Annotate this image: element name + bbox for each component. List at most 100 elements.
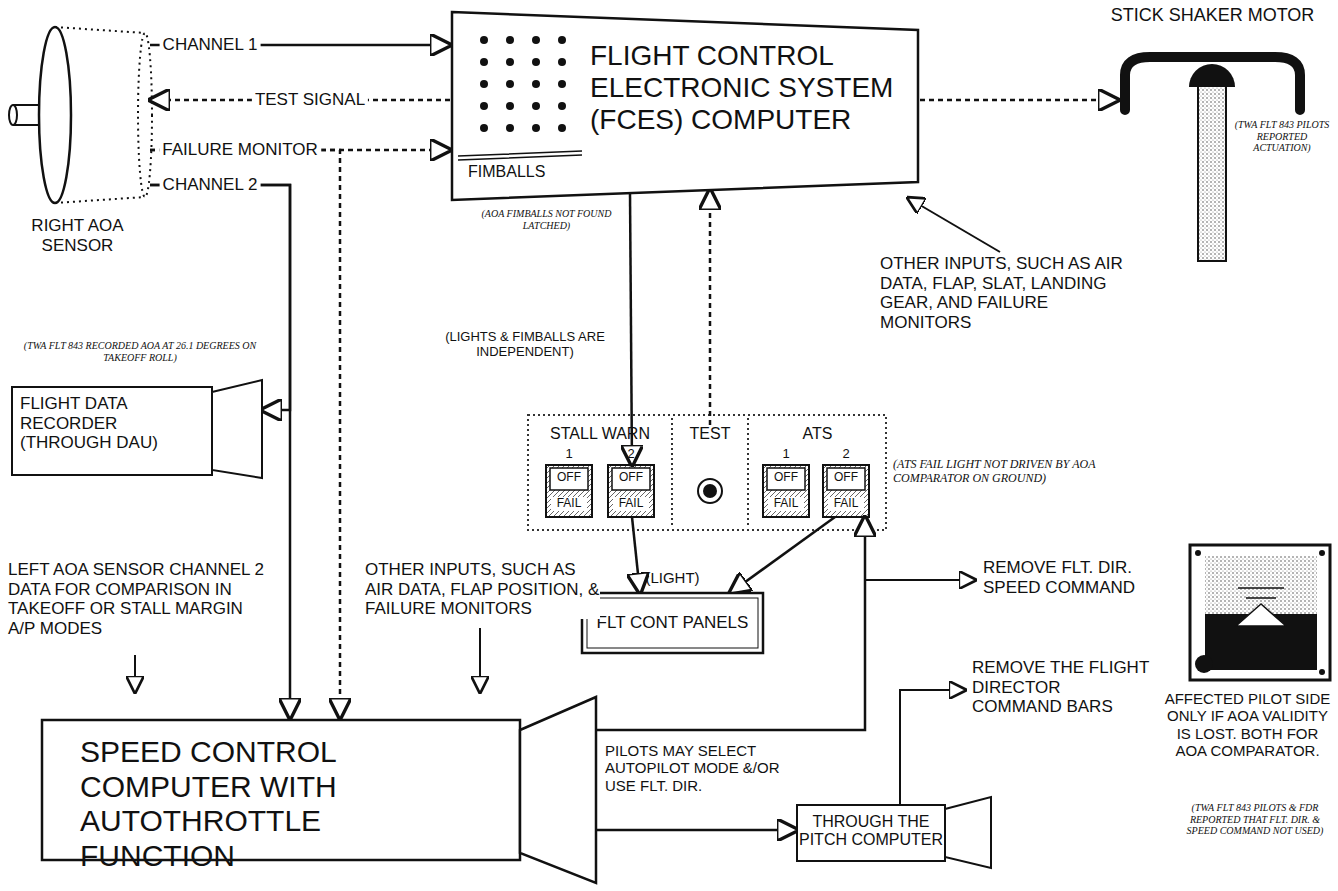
- pitch-computer: THROUGH THE PITCH COMPUTER: [795, 795, 995, 870]
- node-text: FIMBALLS: [468, 163, 588, 181]
- svg-polygon: [212, 380, 262, 478]
- svg-rect: [582, 593, 763, 653]
- svg-circle: [1319, 669, 1325, 675]
- svg-path: [1189, 64, 1235, 87]
- aoa-sensor: RIGHT AOA SENSOR: [5, 20, 150, 270]
- svg-rect: [763, 465, 809, 517]
- node-text: RIGHT AOA SENSOR: [5, 216, 150, 255]
- node-text: OFF: [613, 471, 649, 485]
- signal-arrow: [730, 517, 835, 593]
- node-text: STICK SHAKER MOTOR: [1110, 5, 1315, 26]
- note-label: OTHER INPUTS, SUCH AS AIR DATA, FLAP, SL…: [880, 254, 1135, 332]
- svg-rect: [797, 805, 945, 861]
- node-text: 2: [605, 447, 657, 462]
- node-text: 1: [543, 447, 595, 462]
- svg-path: [458, 151, 582, 160]
- svg-rect: [608, 465, 654, 517]
- speed-control-computer: SPEED CONTROL COMPUTER WITH AUTOTHROTTLE…: [40, 695, 600, 885]
- node-text: FAIL: [551, 497, 587, 511]
- other-inputs-arrow: [479, 628, 481, 692]
- svg-polygon: [452, 12, 918, 200]
- node-text: THROUGH THE PITCH COMPUTER: [799, 813, 943, 850]
- flt-cont-panels: (LIGHT) FLT CONT PANELS: [580, 565, 765, 655]
- svg-rect: [546, 465, 592, 517]
- signal-arrow: [632, 517, 640, 593]
- switch-button: 1OFF FAIL: [760, 447, 812, 519]
- svg-rect: [12, 387, 212, 475]
- svg-path: [1236, 604, 1286, 626]
- test-button: TEST: [680, 425, 740, 521]
- node-text: OFF: [828, 471, 864, 485]
- signal-arrow: [150, 185, 290, 410]
- edge-label: CHANNEL 2: [160, 175, 261, 195]
- attitude-indicator: AFFECTED PILOT SIDE ONLY IF AOA VALIDITY…: [1160, 540, 1335, 875]
- note-label: REMOVE FLT. DIR. SPEED COMMAND: [983, 558, 1148, 597]
- svg-ellipse: [9, 105, 17, 125]
- switch-button: 1OFF FAIL: [543, 447, 595, 519]
- panel-outline: [528, 415, 886, 530]
- flight-data-recorder: (TWA FLT 843 RECORDED AOA AT 26.1 DEGREE…: [10, 340, 275, 480]
- node-text: FAIL: [828, 497, 864, 511]
- node-text: FAIL: [768, 497, 804, 511]
- switch-button: 2OFF FAIL: [605, 447, 657, 519]
- node-text: (TWA FLT 843 PILOTS REPORTED ACTUATION): [1232, 119, 1332, 154]
- node-text: (TWA FLT 843 PILOTS & FDR REPORTED THAT …: [1180, 802, 1330, 837]
- stick-shaker: STICK SHAKER MOTOR (TWA FLT 843 PILOTS RE…: [1090, 5, 1335, 265]
- other-inputs-arrow: [908, 198, 1000, 252]
- node-text: FLT CONT PANELS: [588, 613, 757, 633]
- signal-arrow: [596, 829, 797, 832]
- note-label: (LIGHTS & FIMBALLS ARE INDEPENDENT): [440, 330, 610, 360]
- edge-label: FAILURE MONITOR: [159, 140, 321, 160]
- node-text: FAIL: [613, 497, 649, 511]
- command-bars-arrow: [900, 690, 965, 805]
- svg-circle: [698, 479, 722, 503]
- ats-group: ATS 1OFF FAIL 2OFF FAIL: [755, 425, 880, 521]
- node-text: 1: [760, 447, 812, 462]
- node-text: TEST: [680, 425, 740, 443]
- svg-polygon: [945, 797, 991, 868]
- note-label: REMOVE THE FLIGHT DIRECTOR COMMAND BARS: [972, 658, 1152, 717]
- node-text: FLIGHT CONTROL ELECTRONIC SYSTEM (FCES) …: [590, 40, 915, 137]
- svg-path: [1238, 588, 1284, 598]
- signal-arrow: [630, 193, 632, 465]
- node-text: (AOA FIMBALLS NOT FOUND LATCHED): [464, 208, 629, 231]
- left-aoa-arrow: [134, 655, 136, 692]
- svg-rect: [1190, 545, 1330, 680]
- node-text: AFFECTED PILOT SIDE ONLY IF AOA VALIDITY…: [1160, 690, 1335, 759]
- svg-rect: [1198, 83, 1226, 261]
- svg-rect: [466, 24, 570, 134]
- node-text: (TWA FLT 843 RECORDED AOA AT 26.1 DEGREE…: [20, 340, 260, 363]
- edge-label: TEST SIGNAL: [252, 90, 368, 110]
- svg-rect: [612, 468, 650, 490]
- stall-warn-group: STALL WARN 1OFF FAIL 2OFF FAIL: [535, 425, 665, 521]
- note-label: (ATS FAIL LIGHT NOT DRIVEN BY AOA COMPAR…: [893, 458, 1133, 486]
- edge-label: PILOTS MAY SELECT AUTOPILOT MODE &/OR US…: [605, 742, 790, 794]
- signal-arrow: [709, 190, 712, 425]
- node-text: FLIGHT DATA RECORDER (THROUGH DAU): [20, 394, 208, 453]
- node-text: (LIGHT): [580, 569, 765, 586]
- speed-command-arrow: [865, 579, 975, 581]
- svg-circle: [1195, 550, 1201, 556]
- fces-computer: FLIGHT CONTROL ELECTRONIC SYSTEM (FCES) …: [450, 10, 920, 245]
- note-label: LEFT AOA SENSOR CHANNEL 2 DATA FOR COMPA…: [8, 560, 273, 638]
- node-text: OFF: [768, 471, 804, 485]
- signal-arrow: [920, 99, 1118, 102]
- svg-ellipse: [39, 27, 71, 203]
- svg-circle: [1319, 550, 1325, 556]
- svg-rect: [587, 598, 758, 648]
- svg-rect: [550, 468, 588, 490]
- node-text: 2: [820, 447, 872, 462]
- svg-rect: [823, 465, 869, 517]
- svg-circle: [1195, 655, 1213, 673]
- node-text: STALL WARN: [535, 425, 665, 443]
- node-text: ATS: [755, 425, 880, 443]
- svg-polygon: [520, 697, 596, 883]
- node-text: SPEED CONTROL COMPUTER WITH AUTOTHROTTLE…: [80, 735, 380, 873]
- edge-label: CHANNEL 1: [160, 35, 261, 55]
- svg-rect: [767, 468, 805, 490]
- note-label: OTHER INPUTS, SUCH AS AIR DATA, FLAP POS…: [365, 560, 600, 619]
- node-text: OFF: [551, 471, 587, 485]
- svg-ellipse: [138, 33, 152, 197]
- svg-rect: [827, 468, 865, 490]
- panel-divider: [672, 418, 748, 528]
